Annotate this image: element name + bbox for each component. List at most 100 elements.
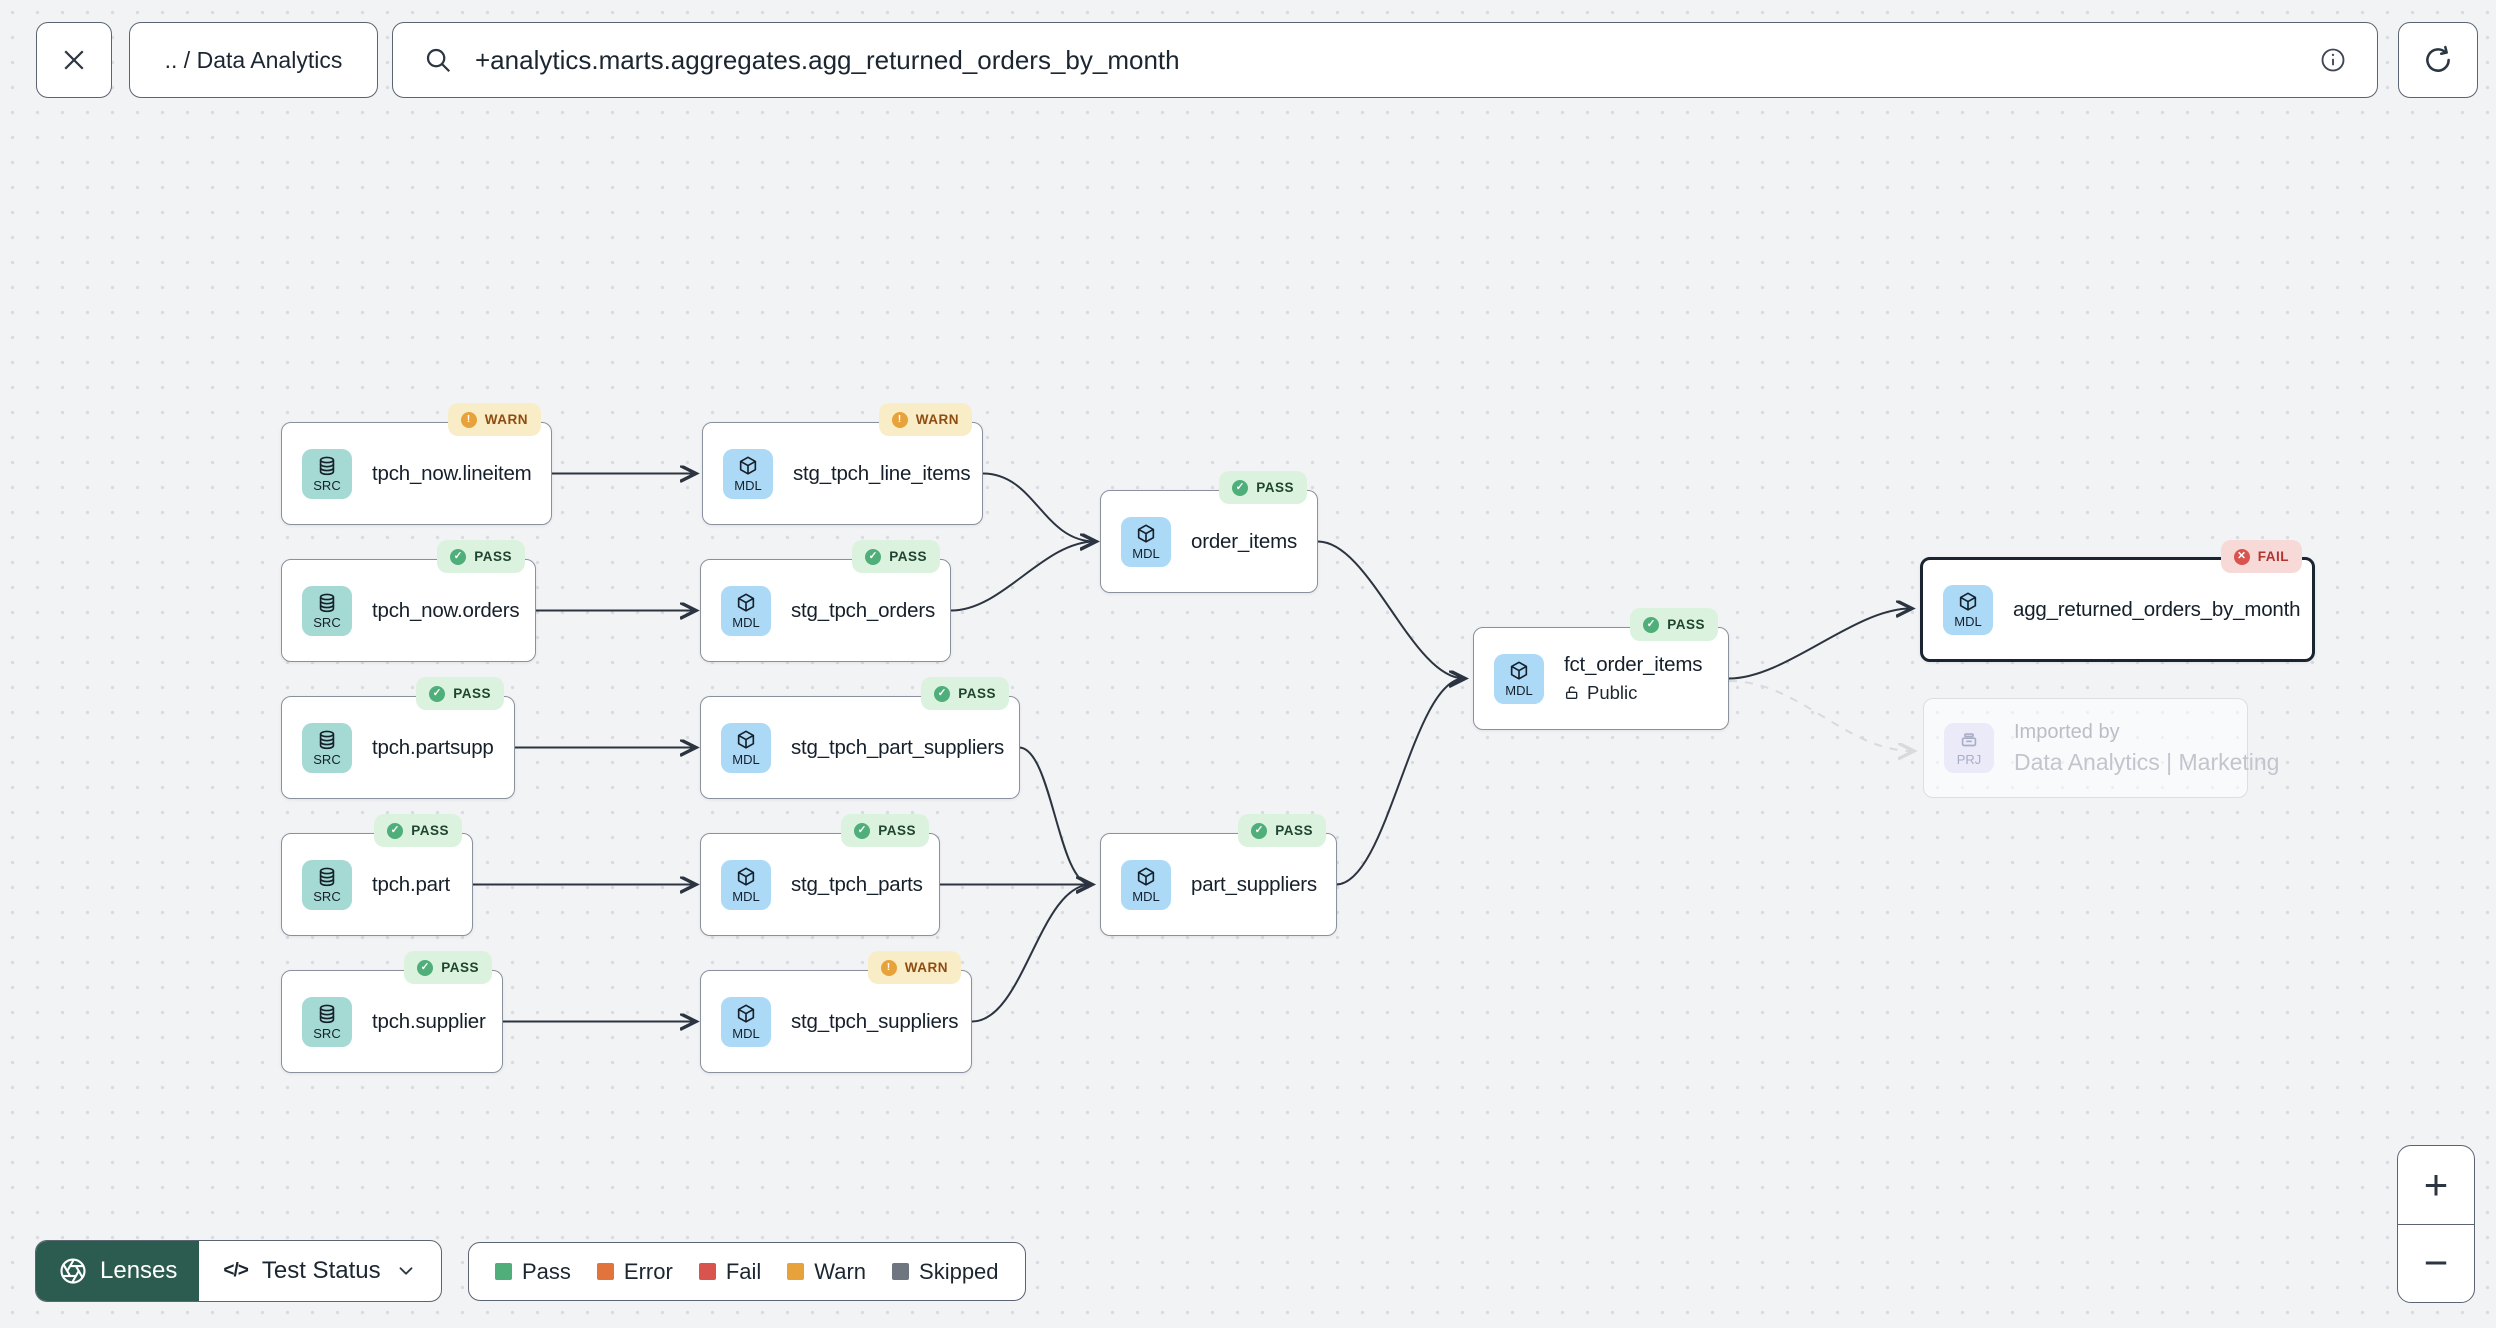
cube-icon xyxy=(1137,866,1155,886)
cube-icon xyxy=(739,455,757,475)
check-icon: ✓ xyxy=(1643,616,1660,633)
status-badge: ✓PASS xyxy=(374,814,462,847)
lenses-button[interactable]: Lenses xyxy=(36,1241,200,1301)
node-label: tpch.part xyxy=(372,872,450,896)
refresh-button[interactable] xyxy=(2398,22,2478,98)
dag-node-fct-order-items[interactable]: ✓PASS MDL fct_order_items Public xyxy=(1473,608,1729,730)
status-badge: ✓PASS xyxy=(437,540,525,573)
dag-node-stg-tpch-parts[interactable]: ✓PASS MDL stg_tpch_parts xyxy=(700,814,940,936)
node-label: tpch.supplier xyxy=(372,1009,486,1033)
dag-node-tpch-now-orders[interactable]: ✓PASS SRC tpch_now.orders xyxy=(281,540,536,662)
error-swatch xyxy=(596,1263,614,1280)
dag-node-tpch-partsupp[interactable]: ✓PASS SRC tpch.partsupp xyxy=(281,677,515,799)
status-badge: ✓PASS xyxy=(841,814,929,847)
check-icon: ✓ xyxy=(1251,822,1268,839)
dag-node-stg-tpch-orders[interactable]: ✓PASS MDL stg_tpch_orders xyxy=(700,540,951,662)
search-input[interactable] xyxy=(475,44,2319,76)
open-padlock-icon xyxy=(1566,686,1578,699)
lens-control: Lenses </> Test Status xyxy=(35,1240,442,1302)
source-icon: SRC xyxy=(302,859,352,910)
model-icon: MDL xyxy=(721,996,771,1047)
source-icon: SRC xyxy=(302,585,352,636)
dag-node-tpch-part[interactable]: ✓PASS SRC tpch.part xyxy=(281,814,473,936)
legend-item-warn: Warn xyxy=(787,1259,866,1285)
cube-icon xyxy=(737,592,755,612)
check-icon: ✓ xyxy=(934,685,951,702)
fail-icon: ✕ xyxy=(2233,548,2250,565)
database-icon xyxy=(319,730,335,749)
briefcase-icon xyxy=(1961,733,1977,747)
node-label: stg_tpch_line_items xyxy=(793,461,971,485)
check-icon: ✓ xyxy=(429,685,446,702)
status-badge: ✓PASS xyxy=(852,540,940,573)
dag-node-imported-by-project[interactable]: PRJ Imported by Data Analytics | Marketi… xyxy=(1923,698,2279,798)
source-icon: SRC xyxy=(302,448,352,499)
zoom-out-button[interactable]: − xyxy=(2423,1239,2449,1287)
model-icon: MDL xyxy=(723,448,773,499)
status-legend: Pass Error Fail Warn Skipped xyxy=(468,1242,1026,1301)
lens-selected-label: Test Status xyxy=(261,1257,381,1284)
cube-icon xyxy=(1959,591,1977,611)
status-badge: ✓PASS xyxy=(416,677,504,710)
model-icon: MDL xyxy=(1121,516,1171,567)
dag-node-order-items[interactable]: ✓PASS MDL order_items xyxy=(1100,471,1318,593)
dag-node-tpch-supplier[interactable]: ✓PASS SRC tpch.supplier xyxy=(281,951,503,1073)
dag-node-stg-tpch-suppliers[interactable]: !WARN MDL stg_tpch_suppliers xyxy=(700,951,972,1073)
lens-selector-dropdown[interactable]: </> Test Status xyxy=(199,1241,440,1301)
warn-icon: ! xyxy=(891,411,908,428)
warn-swatch xyxy=(787,1263,805,1280)
node-label: tpch_now.orders xyxy=(372,598,520,622)
legend-item-error: Error xyxy=(596,1259,673,1285)
aperture-icon xyxy=(60,1258,86,1284)
search-box[interactable] xyxy=(392,22,2378,98)
cube-icon xyxy=(737,1003,755,1023)
skipped-swatch xyxy=(892,1263,910,1280)
project-name: Data Analytics | Marketing xyxy=(2014,748,2280,775)
project-icon: PRJ xyxy=(1944,723,1994,773)
node-label: part_suppliers xyxy=(1191,872,1317,896)
legend-item-skipped: Skipped xyxy=(892,1259,999,1285)
dag-node-stg-tpch-line-items[interactable]: !WARN MDL stg_tpch_line_items xyxy=(702,403,983,525)
close-button[interactable] xyxy=(36,22,112,98)
database-icon xyxy=(319,1004,335,1023)
dag-node-agg-returned-orders-by-month[interactable]: ✕FAIL MDL agg_returned_orders_by_month xyxy=(1920,540,2315,662)
warn-icon: ! xyxy=(460,411,477,428)
node-label: fct_order_items xyxy=(1564,653,1703,676)
model-icon: MDL xyxy=(1121,859,1171,910)
model-icon: MDL xyxy=(1494,653,1544,704)
status-badge: ✓PASS xyxy=(1219,471,1307,504)
access-public: Public xyxy=(1564,682,1702,704)
node-label: agg_returned_orders_by_month xyxy=(2013,597,2301,621)
dag-node-part-suppliers[interactable]: ✓PASS MDL part_suppliers xyxy=(1100,814,1337,936)
check-icon: ✓ xyxy=(854,822,871,839)
cube-icon xyxy=(1510,660,1528,680)
code-icon: </> xyxy=(223,1260,249,1281)
cube-icon xyxy=(737,729,755,749)
status-badge: !WARN xyxy=(878,403,972,436)
node-label: stg_tpch_suppliers xyxy=(791,1009,959,1033)
search-icon xyxy=(426,48,451,73)
model-icon: MDL xyxy=(721,585,771,636)
breadcrumb[interactable]: .. / Data Analytics xyxy=(129,22,378,98)
imported-by-label: Imported by xyxy=(2014,720,2120,743)
database-icon xyxy=(319,593,335,612)
dag-node-tpch-now-lineitem[interactable]: !WARN SRC tpch_now.lineitem xyxy=(281,403,552,525)
node-label: tpch_now.lineitem xyxy=(372,461,532,485)
cube-icon xyxy=(737,866,755,886)
dag-node-stg-tpch-part-suppliers[interactable]: ✓PASS MDL stg_tpch_part_suppliers xyxy=(700,677,1020,799)
database-icon xyxy=(319,867,335,886)
legend-item-fail: Fail xyxy=(698,1259,761,1285)
check-icon: ✓ xyxy=(450,548,467,565)
legend-item-pass: Pass xyxy=(495,1259,571,1285)
info-icon[interactable] xyxy=(2319,46,2347,74)
check-icon: ✓ xyxy=(1232,479,1249,496)
cube-icon xyxy=(1137,523,1155,543)
node-label: stg_tpch_orders xyxy=(791,598,936,622)
status-badge: ✕FAIL xyxy=(2220,540,2302,573)
zoom-in-button[interactable]: + xyxy=(2398,1146,2474,1225)
chevron-down-icon xyxy=(399,1267,413,1275)
node-label: stg_tpch_part_suppliers xyxy=(791,735,1005,759)
close-icon xyxy=(64,50,84,70)
